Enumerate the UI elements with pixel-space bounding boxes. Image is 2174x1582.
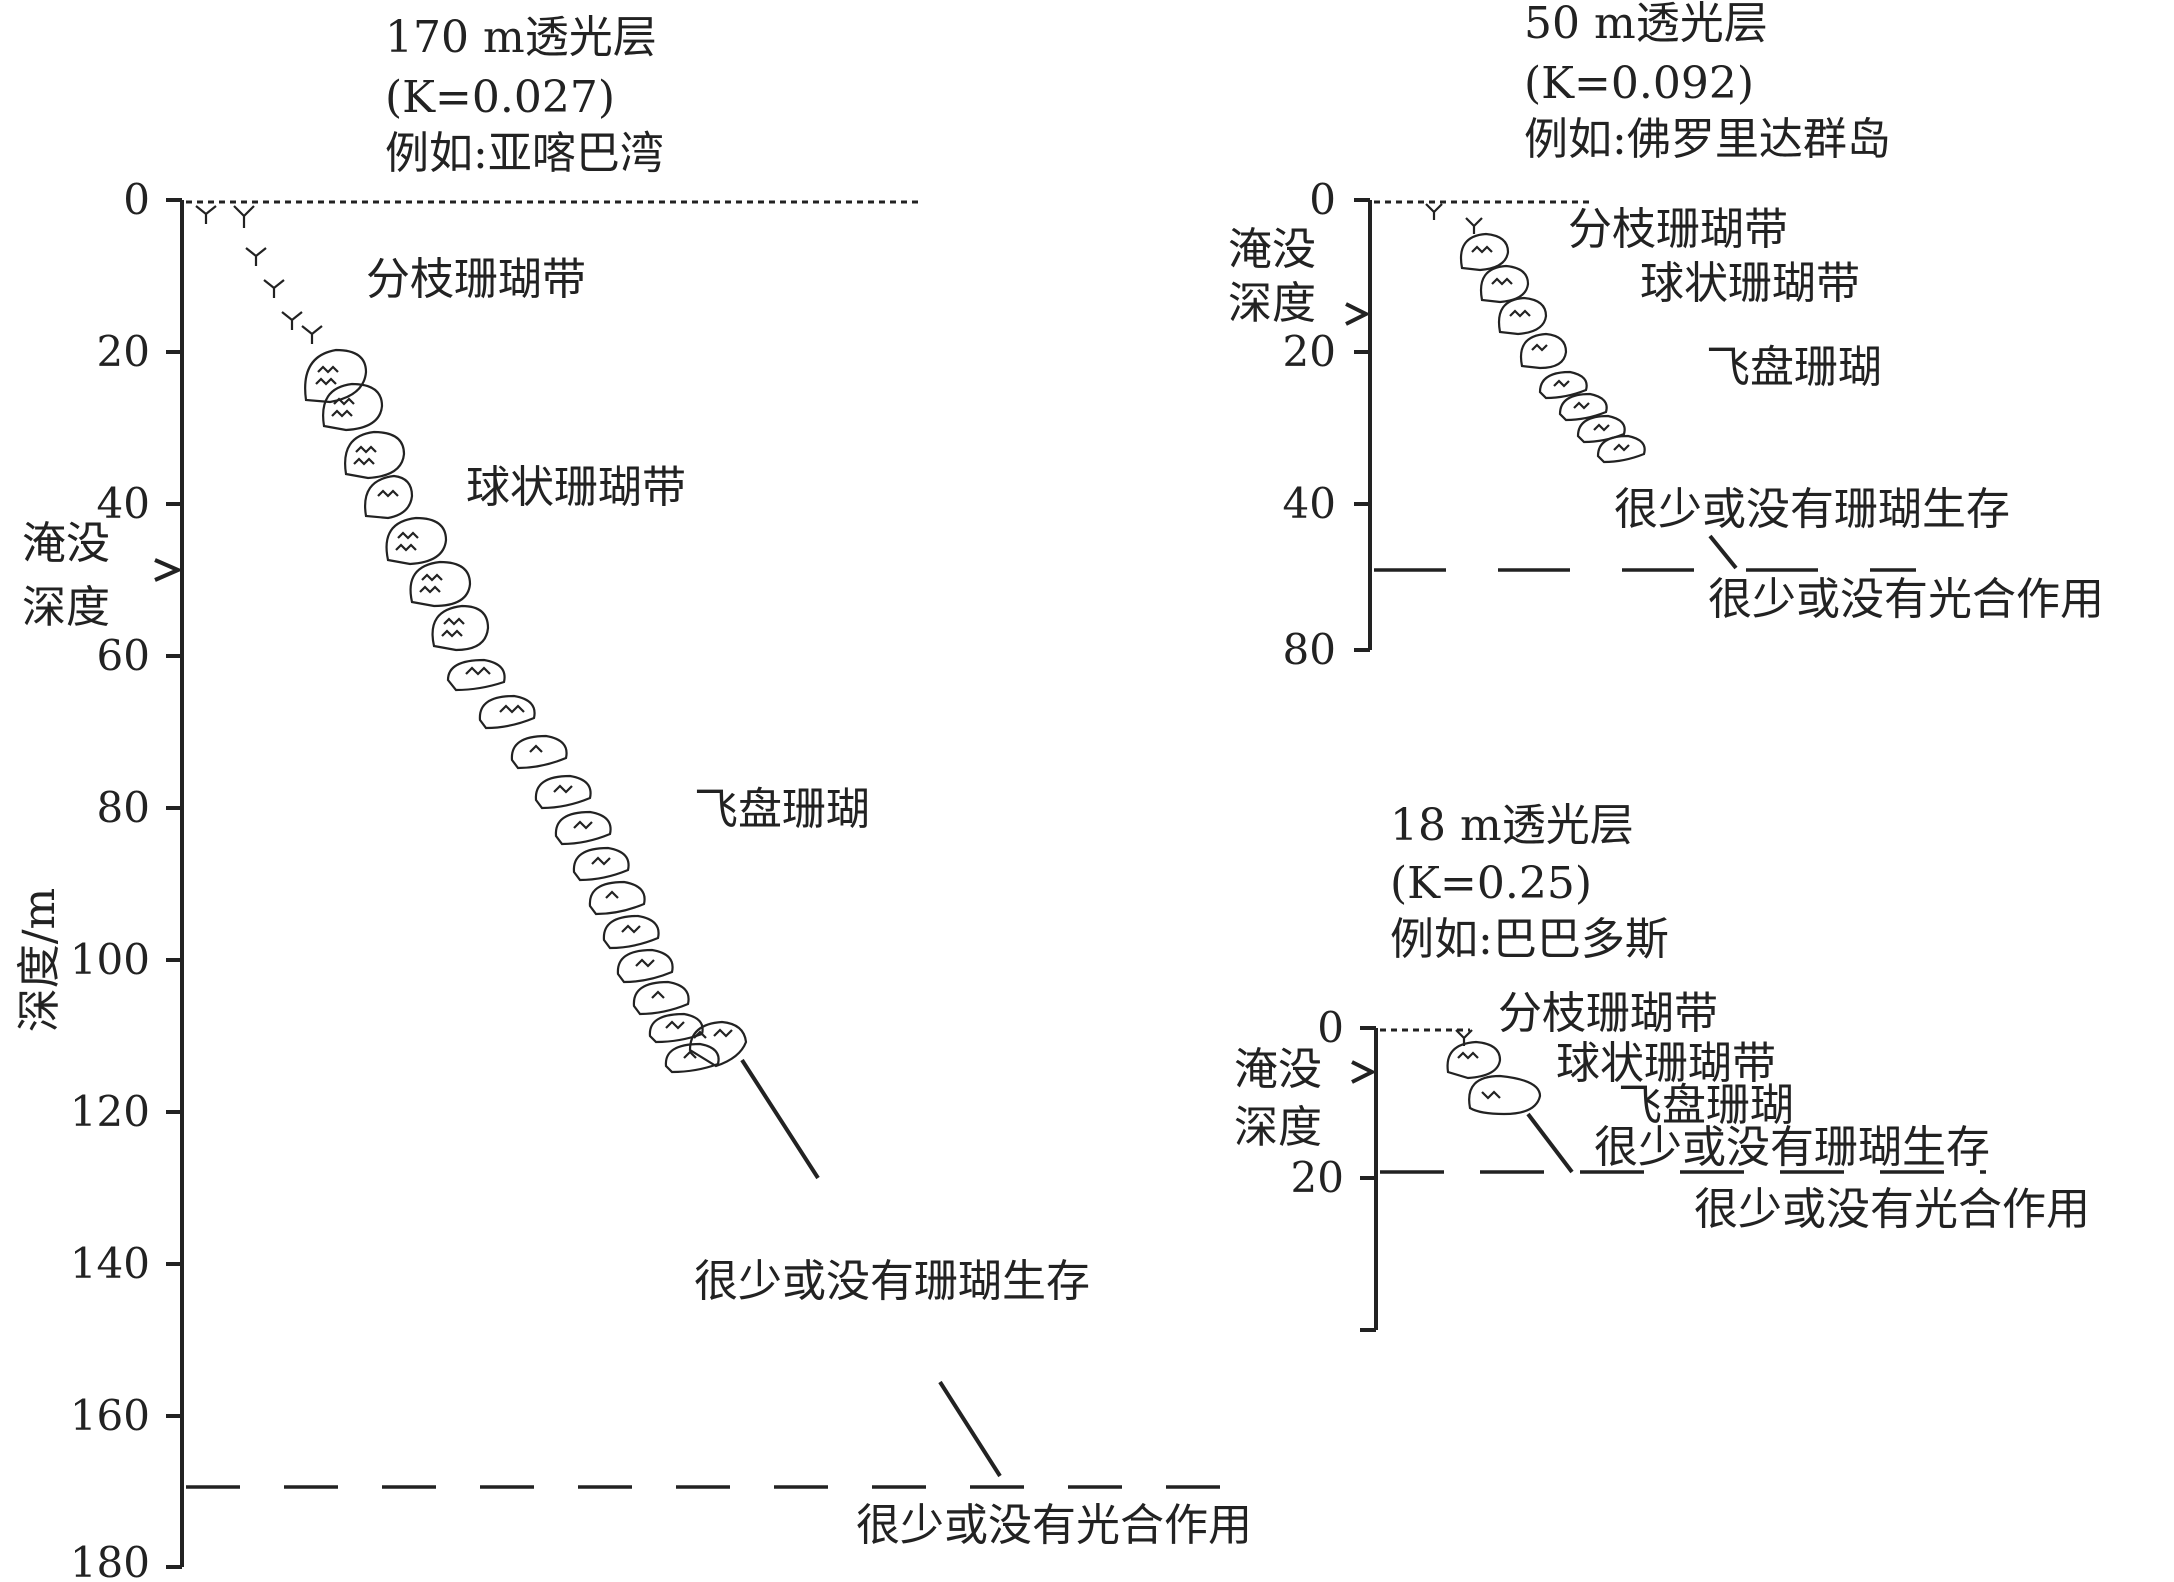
submersion-arrow-icon [154,558,184,582]
zone-no-photosynthesis: 很少或没有光合作用 [1694,1184,2090,1235]
zone-few-coral: 很少或没有珊瑚生存 [694,1256,1090,1307]
submersion-arrow-icon [1345,302,1371,326]
panel-170-title: 170 m透光层 [385,12,657,63]
panel-50-tick-labels: 0 20 40 80 [1283,175,1336,674]
pointer-line [740,1058,820,1180]
panel-18-coral-icons [1446,1029,1542,1116]
zone-platy: 飞盘珊瑚 [1618,1080,1794,1131]
tick-label: 60 [97,631,150,680]
panel-170-submersion-1: 淹没 [22,518,110,569]
panel-170-tick-labels: 0 20 40 60 80 100 120 140 160 180 [70,175,150,1582]
zone-massive: 球状珊瑚带 [1640,258,1860,309]
zone-no-photosynthesis: 很少或没有光合作用 [856,1500,1252,1551]
panel-50-coral-icons [1425,203,1646,464]
pointer-line [1708,534,1738,570]
panel-170-k: (K=0.027) [385,72,615,123]
zone-branching: 分枝珊瑚带 [1498,988,1718,1039]
pointer-line [938,1380,1002,1478]
zone-branching: 分枝珊瑚带 [366,254,586,305]
tick-label: 0 [1317,1003,1344,1052]
branching-coral-icons [195,205,323,344]
tick-label: 80 [1283,625,1336,674]
panel-18m: 18 m透光层 (K=0.25) 例如:巴巴多斯 0 20 淹没 深度 分枝珊瑚… [1234,800,2090,1332]
panel-18-k: (K=0.25) [1390,858,1592,909]
zone-platy: 飞盘珊瑚 [694,784,870,835]
panel-170-submersion-2: 深度 [22,582,110,633]
tick-label: 0 [123,175,150,224]
zone-no-photosynthesis: 很少或没有光合作用 [1708,574,2104,625]
zone-few-coral: 很少或没有珊瑚生存 [1614,484,2010,535]
panel-18-example: 例如:巴巴多斯 [1390,914,1669,965]
tick-label: 120 [70,1087,150,1136]
panel-18-submersion-1: 淹没 [1234,1044,1322,1095]
panel-170-example: 例如:亚喀巴湾 [385,128,664,179]
tick-label: 40 [1283,479,1336,528]
panel-18-submersion-2: 深度 [1234,1102,1322,1153]
tick-label: 20 [1291,1153,1344,1202]
massive-coral-icons [304,348,490,652]
panel-170m: 170 m透光层 (K=0.027) 例如:亚喀巴湾 0 20 40 60 80… [14,12,1260,1582]
tick-label: 40 [97,479,150,528]
panel-18-tick-labels: 0 20 [1291,1003,1344,1202]
panel-18-title: 18 m透光层 [1390,800,1634,851]
zone-massive: 球状珊瑚带 [466,462,686,513]
panel-170-ticks [166,198,182,1569]
y-axis-label: 深度/m [14,888,65,1033]
panel-50-title: 50 m透光层 [1524,0,1768,49]
tick-label: 160 [70,1391,150,1440]
panel-50-submersion-2: 深度 [1228,278,1316,329]
tick-label: 80 [97,783,150,832]
panel-50-example: 例如:佛罗里达群岛 [1524,114,1891,165]
panel-50m: 50 m透光层 (K=0.092) 例如:佛罗里达群岛 0 20 40 80 淹… [1228,0,2104,674]
zone-branching: 分枝珊瑚带 [1568,204,1788,255]
tick-label: 20 [1283,327,1336,376]
submersion-arrow-icon [1351,1060,1377,1084]
tick-label: 180 [70,1538,150,1582]
panel-50-submersion-1: 淹没 [1228,224,1316,275]
zone-few-coral: 很少或没有珊瑚生存 [1594,1122,1990,1173]
zone-massive: 球状珊瑚带 [1556,1038,1776,1089]
panel-50-k: (K=0.092) [1524,58,1754,109]
tick-label: 20 [97,327,150,376]
tick-label: 0 [1309,175,1336,224]
platy-coral-icons [446,658,748,1074]
tick-label: 100 [70,935,150,984]
zone-platy: 飞盘珊瑚 [1706,342,1882,393]
pointer-line [1526,1112,1574,1174]
tick-label: 140 [70,1239,150,1288]
